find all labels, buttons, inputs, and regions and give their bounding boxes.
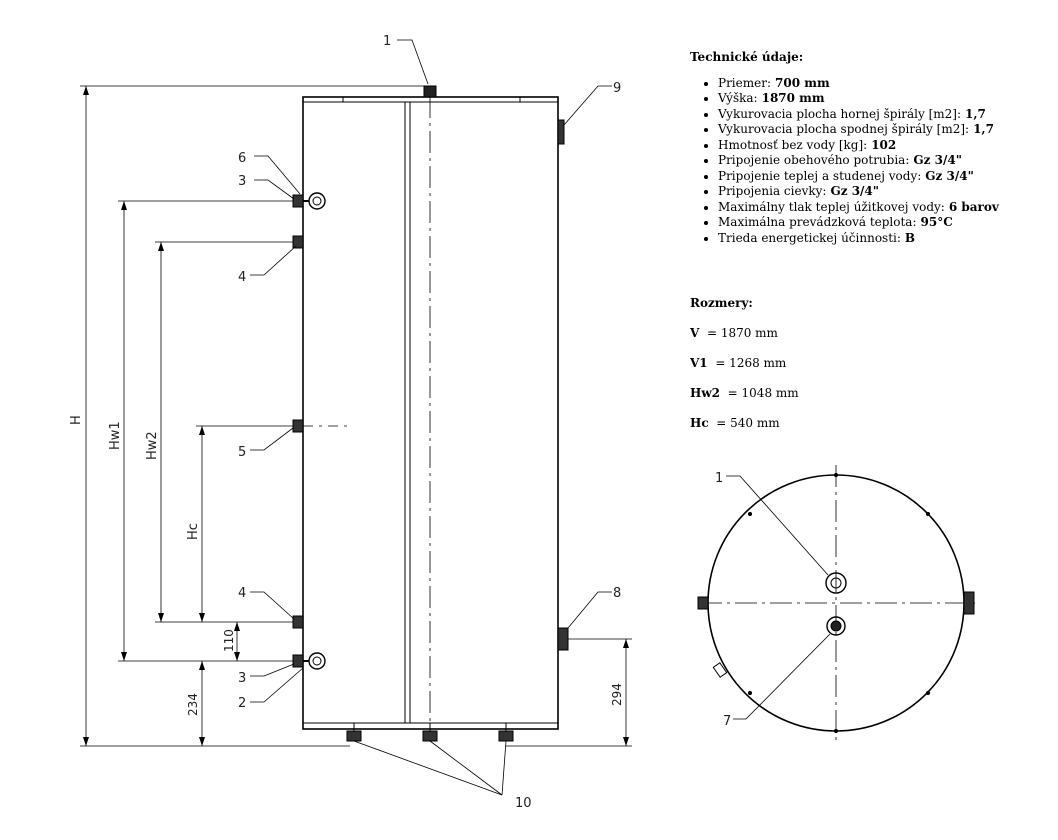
dim-H: H <box>69 415 84 425</box>
spec-item: Priemer:700 mm <box>718 76 1050 92</box>
label-8: 8 <box>613 586 621 601</box>
dim-Hc: Hc <box>186 523 201 540</box>
dimensions-section: Rozmery: V = 1870 mm V1 = 1268 mm Hw2 = … <box>690 296 799 446</box>
label-2: 2 <box>238 696 246 711</box>
spec-item: Vykurovacia plocha hornej špirály [m2]:1… <box>718 107 1050 123</box>
spec-item: Hmotnosť bez vody [kg]:102 <box>718 138 1050 154</box>
tank-body <box>302 96 559 730</box>
top-view <box>697 465 975 740</box>
label-9: 9 <box>613 81 621 96</box>
feet <box>346 730 514 742</box>
label-4-bottom: 4 <box>238 586 246 601</box>
dimension-row: Hc = 540 mm <box>690 416 780 430</box>
spec-item: Výška:1870 mm <box>718 91 1050 107</box>
spec-item: Vykurovacia plocha spodnej špirály [m2]:… <box>718 122 1050 138</box>
dim-110: 110 <box>222 629 236 652</box>
label-6: 6 <box>238 151 246 166</box>
label-4-top: 4 <box>238 270 246 285</box>
top-label-1: 1 <box>715 471 723 486</box>
spec-item: Pripojenia cievky:Gz 3/4" <box>718 184 1050 200</box>
label-3-bottom: 3 <box>238 671 246 686</box>
dimension-row: V1 = 1268 mm <box>690 356 787 370</box>
top-label-7: 7 <box>723 714 731 729</box>
spec-item: Trieda energetickej účinnosti:B <box>718 231 1050 247</box>
spec-item: Maximálny tlak teplej úžitkovej vody:6 b… <box>718 200 1050 216</box>
dim-Hw2: Hw2 <box>145 431 160 460</box>
technical-specs: Technické údaje: Priemer:700 mm Výška:18… <box>690 50 1050 246</box>
spec-item: Pripojenie obehového potrubia:Gz 3/4" <box>718 153 1050 169</box>
specs-list: Priemer:700 mm Výška:1870 mm Vykurovacia… <box>690 76 1050 247</box>
dim-Hw1: Hw1 <box>108 421 123 450</box>
label-10: 10 <box>515 796 532 811</box>
specs-heading: Technické údaje: <box>690 50 804 64</box>
dimensions-heading: Rozmery: <box>690 296 753 310</box>
spec-item: Maximálna prevádzková teplota:95°C <box>718 215 1050 231</box>
dim-294: 294 <box>610 683 624 706</box>
dim-234: 234 <box>186 693 200 716</box>
left-ports <box>292 194 304 668</box>
port-8 <box>557 627 569 651</box>
dimension-row: Hw2 = 1048 mm <box>690 386 799 400</box>
top-outlet <box>423 85 437 98</box>
spec-item: Pripojenie teplej a studenej vody:Gz 3/4… <box>718 169 1050 185</box>
port-9 <box>557 119 565 145</box>
label-5: 5 <box>238 445 246 460</box>
label-3-top: 3 <box>238 174 246 189</box>
dimension-row: V = 1870 mm <box>690 326 778 340</box>
label-1: 1 <box>383 34 391 49</box>
side-view <box>80 39 632 796</box>
